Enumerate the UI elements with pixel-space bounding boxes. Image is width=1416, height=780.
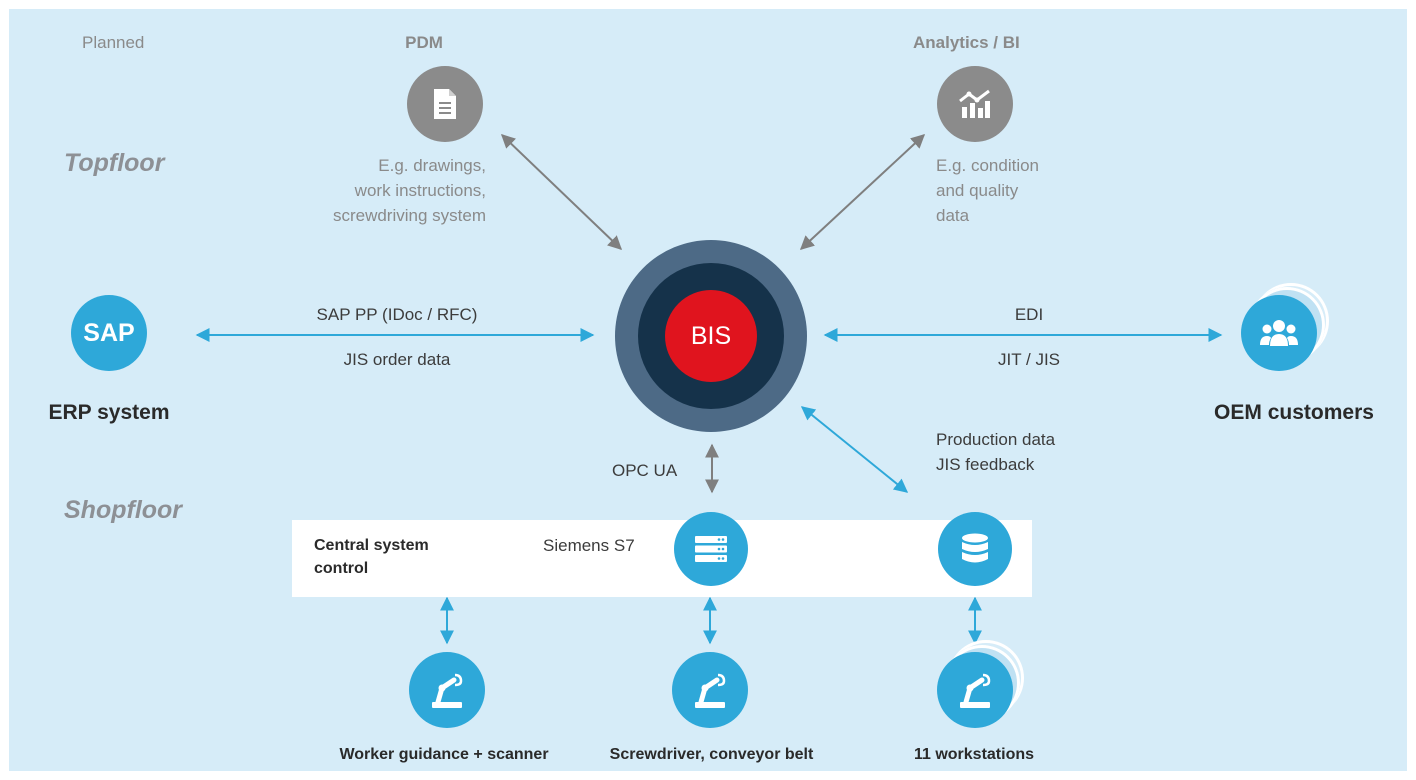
pdm-connector bbox=[500, 134, 623, 250]
robot-arm-icon bbox=[432, 673, 463, 708]
analytics-node[interactable] bbox=[937, 66, 1013, 142]
robot-arm-icon bbox=[960, 673, 991, 708]
bis-inner-ring: BIS bbox=[638, 263, 784, 409]
server-icon bbox=[695, 536, 727, 562]
pdm-title: PDM bbox=[405, 33, 443, 52]
opc-ua-label: OPC UA bbox=[612, 461, 678, 480]
pdm-node[interactable] bbox=[407, 66, 483, 142]
chart-icon bbox=[959, 89, 990, 118]
workstations-node[interactable] bbox=[937, 652, 1013, 728]
bis-outer-ring: BIS bbox=[615, 240, 807, 432]
device-label-workstations: 11 workstations bbox=[913, 746, 1035, 763]
device-label-worker-guidance: Worker guidance + scanner bbox=[339, 746, 549, 763]
oem-node[interactable] bbox=[1241, 295, 1317, 371]
bis-node[interactable]: BIS bbox=[665, 290, 757, 382]
oem-link-bottom-label: JIT / JIS bbox=[997, 350, 1061, 369]
screwdriver-node[interactable] bbox=[672, 652, 748, 728]
oem-link-top-label: EDI bbox=[1014, 305, 1044, 324]
robot-arm-icon bbox=[695, 673, 726, 708]
siemens-node[interactable] bbox=[674, 512, 748, 586]
database-icon bbox=[962, 533, 988, 563]
shopfloor-label: Shopfloor bbox=[64, 496, 183, 524]
worker-guidance-node[interactable] bbox=[409, 652, 485, 728]
analytics-connector bbox=[799, 134, 926, 250]
central-system-control-panel: Central system control Siemens S7 bbox=[292, 520, 1032, 597]
document-icon bbox=[434, 89, 456, 119]
analytics-description: E.g. condition and quality data bbox=[936, 156, 1040, 225]
oem-customers-label: OEM customers bbox=[1214, 401, 1374, 424]
erp-link-bottom-label: JIS order data bbox=[343, 350, 451, 369]
analytics-title: Analytics / BI bbox=[913, 33, 1020, 52]
production-connector bbox=[800, 406, 909, 493]
erp-system-label: ERP system bbox=[48, 401, 170, 424]
diagram-canvas: Planned Topfloor Shopfloor PDM E.g. draw… bbox=[9, 9, 1407, 771]
production-data-label: Production data JIS feedback bbox=[936, 430, 1056, 474]
pdm-description: E.g. drawings, work instructions, screwd… bbox=[332, 156, 486, 225]
erp-link-top-label: SAP PP (IDoc / RFC) bbox=[316, 305, 478, 324]
topfloor-label: Topfloor bbox=[64, 149, 165, 177]
central-system-label: Central system control bbox=[314, 537, 429, 577]
sap-node[interactable]: SAP bbox=[71, 295, 147, 371]
device-label-screwdriver: Screwdriver, conveyor belt bbox=[609, 746, 814, 763]
sap-logo-text: SAP bbox=[83, 318, 135, 347]
siemens-s7-label: Siemens S7 bbox=[543, 536, 635, 555]
users-icon bbox=[1260, 320, 1298, 346]
database-node[interactable] bbox=[938, 512, 1012, 586]
planned-label: Planned bbox=[82, 33, 145, 52]
connector-layer bbox=[195, 134, 1223, 645]
bis-label: BIS bbox=[690, 321, 732, 350]
